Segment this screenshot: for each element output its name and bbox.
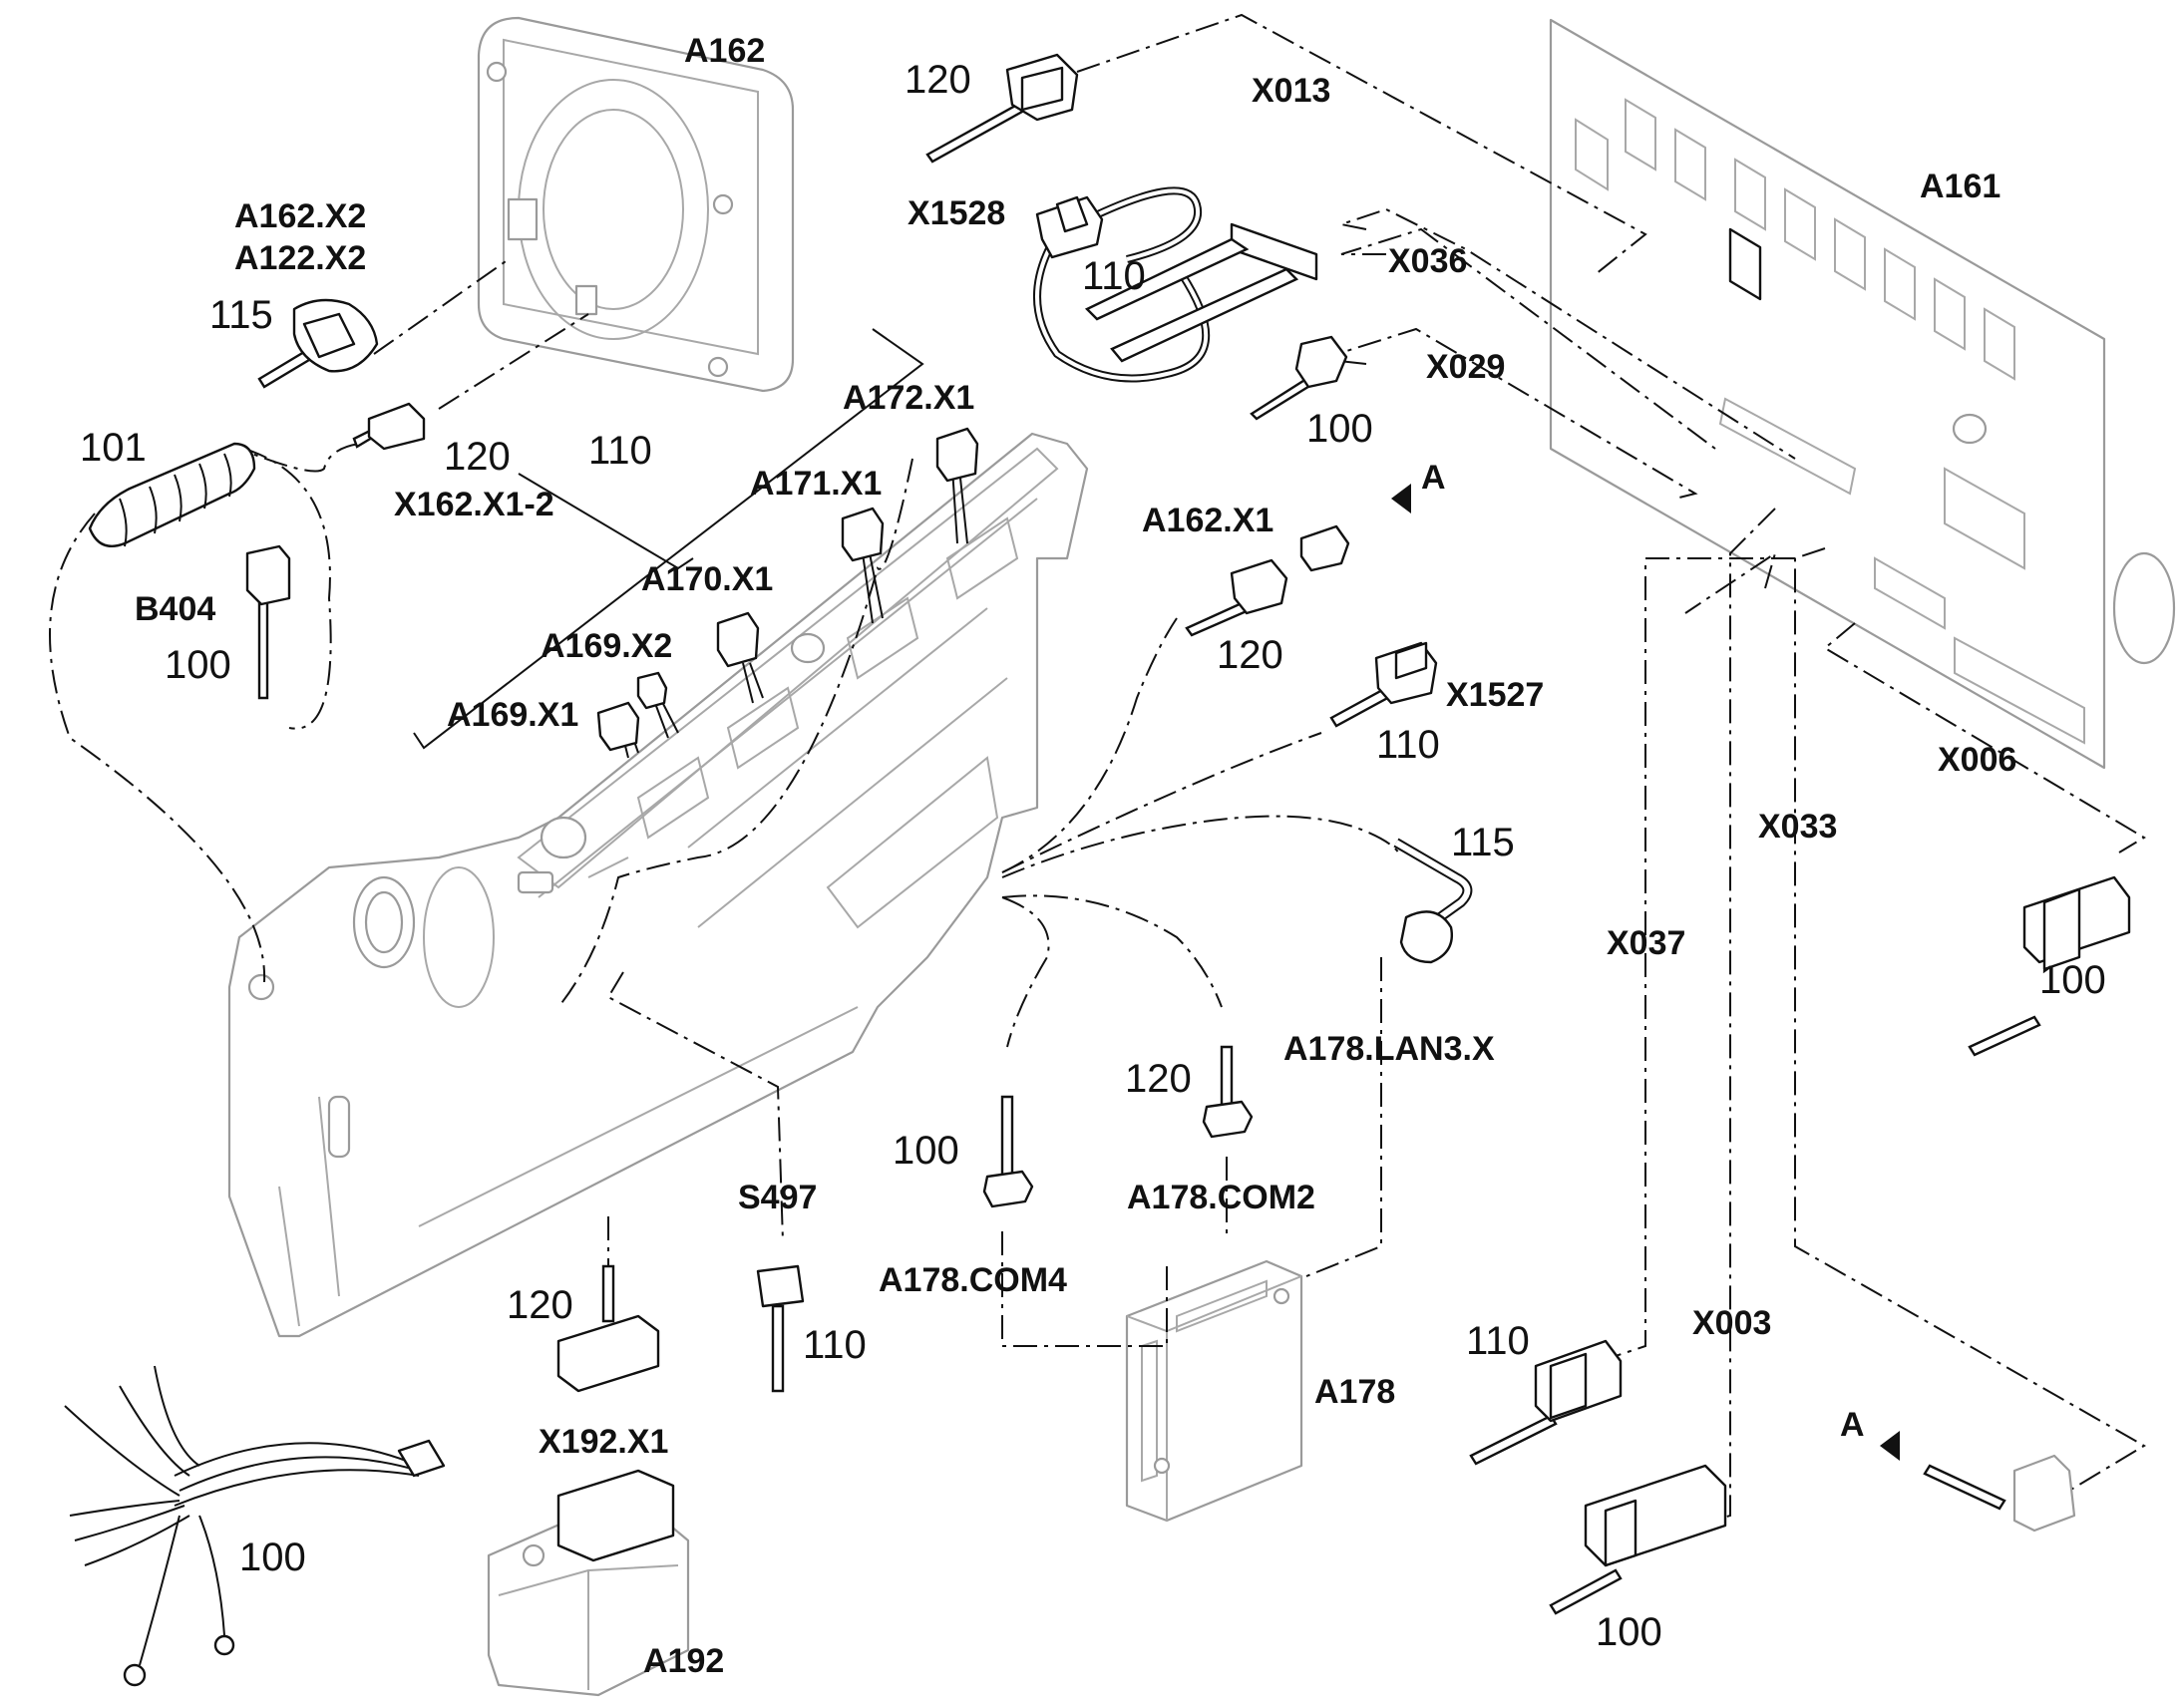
label-a171-x1: A171.X1 bbox=[750, 465, 882, 503]
label-a-top: A bbox=[1421, 459, 1446, 497]
number-120-a162x1: 120 bbox=[1217, 633, 1283, 677]
number-101: 101 bbox=[80, 426, 147, 470]
label-x036: X036 bbox=[1388, 242, 1467, 280]
label-x037: X037 bbox=[1607, 924, 1685, 962]
module-a192 bbox=[487, 1469, 690, 1697]
console-panel bbox=[227, 432, 1089, 1338]
label-x029: X029 bbox=[1426, 348, 1505, 386]
number-110-s497: 110 bbox=[803, 1323, 867, 1367]
label-x1528: X1528 bbox=[908, 194, 1005, 232]
number-110-x1528: 110 bbox=[1082, 254, 1146, 298]
number-110-x037: 110 bbox=[1466, 1319, 1530, 1363]
number-100-x029: 100 bbox=[1306, 407, 1373, 451]
label-a162-x2: A162.X2 bbox=[234, 197, 366, 235]
number-110-panel: 110 bbox=[588, 429, 652, 473]
arrow-a-top bbox=[1391, 484, 1411, 513]
label-a192: A192 bbox=[643, 1642, 724, 1680]
label-a-bottom: A bbox=[1840, 1406, 1865, 1444]
label-a162-x1: A162.X1 bbox=[1142, 502, 1273, 539]
label-a122-x2: A122.X2 bbox=[234, 239, 366, 277]
label-a172-x1: A172.X1 bbox=[843, 379, 974, 417]
number-100-com4: 100 bbox=[893, 1129, 959, 1173]
circuit-board-a161 bbox=[1549, 18, 2176, 770]
number-120-top: 120 bbox=[905, 58, 971, 102]
label-a178-lan3-x: A178.LAN3.X bbox=[1283, 1030, 1495, 1068]
number-120-x162: 120 bbox=[444, 435, 511, 479]
label-x006: X006 bbox=[1938, 741, 2016, 779]
number-100-harness: 100 bbox=[239, 1536, 306, 1579]
label-x1527: X1527 bbox=[1446, 676, 1544, 714]
label-x192-x1: X192.X1 bbox=[539, 1423, 668, 1461]
label-a169-x2: A169.X2 bbox=[541, 627, 672, 665]
label-a178-com2: A178.COM2 bbox=[1127, 1179, 1315, 1216]
label-x013: X013 bbox=[1252, 72, 1330, 110]
label-s497: S497 bbox=[738, 1179, 817, 1216]
item-numbers: 120 115 101 120 110 100 110 100 120 110 … bbox=[80, 58, 2106, 1654]
solid-leaders bbox=[413, 328, 924, 750]
connectors bbox=[64, 53, 2131, 1687]
number-120-com2: 120 bbox=[1125, 1057, 1192, 1101]
label-a178: A178 bbox=[1314, 1373, 1395, 1411]
number-120-x192: 120 bbox=[507, 1283, 573, 1327]
number-100-b404: 100 bbox=[165, 643, 231, 687]
arrow-a-bottom bbox=[1880, 1431, 1900, 1461]
number-100-x006: 100 bbox=[2039, 958, 2106, 1002]
label-b404: B404 bbox=[135, 590, 215, 628]
label-a170-x1: A170.X1 bbox=[641, 560, 773, 598]
label-a169-x1: A169.X1 bbox=[447, 696, 578, 734]
number-115-left: 115 bbox=[209, 293, 273, 337]
label-x162-x1-2: X162.X1-2 bbox=[394, 486, 554, 523]
label-a161: A161 bbox=[1920, 168, 2000, 205]
label-a178-com4: A178.COM4 bbox=[879, 1261, 1067, 1299]
control-unit-a178 bbox=[1125, 1259, 1303, 1523]
number-110-x1527: 110 bbox=[1376, 723, 1440, 767]
display-unit-a162 bbox=[477, 16, 795, 393]
number-100-x003: 100 bbox=[1596, 1610, 1662, 1654]
label-a162: A162 bbox=[684, 32, 765, 70]
label-x003: X003 bbox=[1692, 1304, 1771, 1342]
labels: A162 A161 A162.X2 A122.X2 X162.X1-2 B404… bbox=[135, 32, 2016, 1680]
number-115-lan: 115 bbox=[1451, 821, 1515, 864]
label-x033: X033 bbox=[1758, 808, 1837, 846]
